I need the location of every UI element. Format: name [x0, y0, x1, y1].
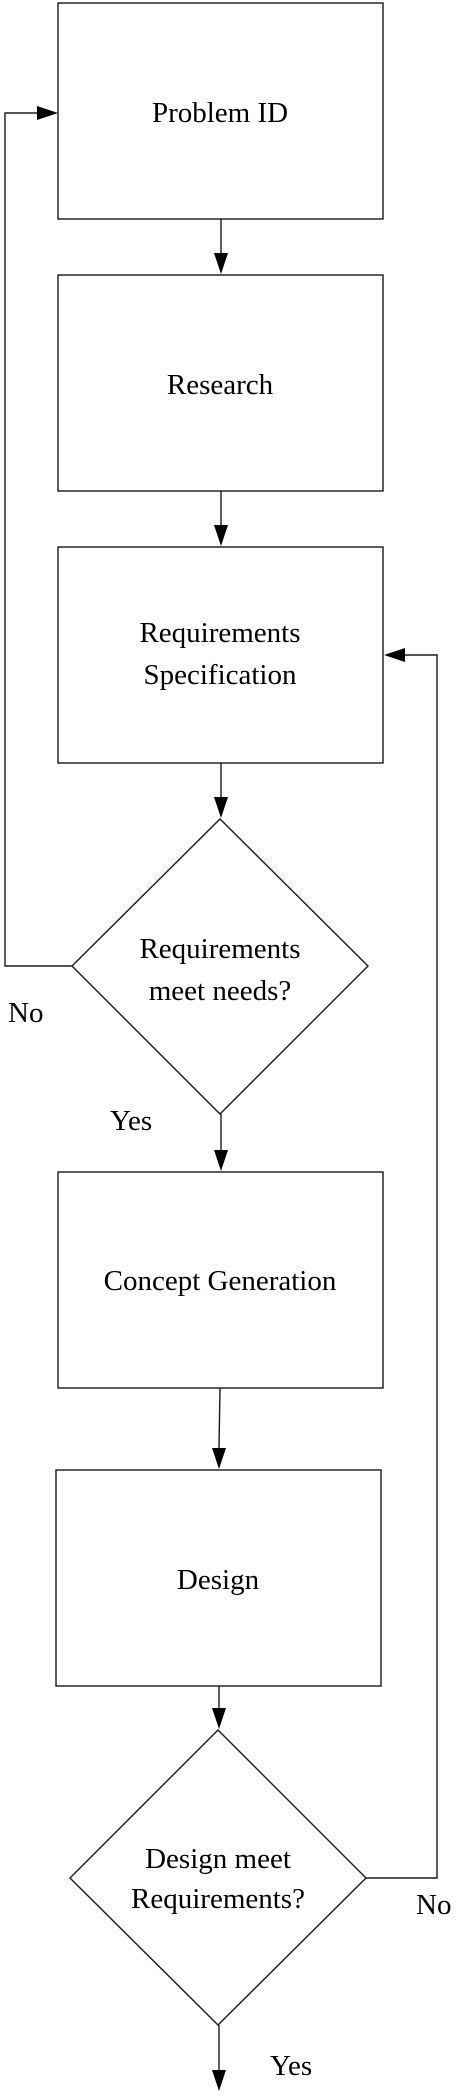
connector-decision-to-exit [212, 2025, 226, 2091]
connector-decision-to-concept-generation [214, 1114, 228, 1171]
connector-problem-id-to-research [214, 219, 228, 274]
connector-design-to-decision [212, 1686, 226, 1729]
design-box [55, 1469, 382, 1687]
design-meet-requirements-decision [69, 1729, 367, 2026]
requirements-yes-label: Yes [110, 1105, 152, 1137]
problem-id-label: Problem ID [152, 97, 288, 129]
connector-research-to-requirements-specification [214, 491, 228, 546]
requirements-specification-box [57, 546, 384, 764]
requirements-specification-label-line-2: Specification [143, 659, 297, 691]
concept-generation-label: Concept Generation [104, 1265, 337, 1297]
research-label: Research [167, 369, 274, 401]
problem-id-box [57, 2, 384, 220]
concept-generation-box [57, 1171, 384, 1389]
requirements-no-label: No [8, 997, 43, 1029]
requirements-specification-label-line-1: Requirements [139, 617, 300, 649]
design-yes-label: Yes [270, 2050, 312, 2082]
design-no-label: No [416, 1889, 451, 1921]
design-label: Design [177, 1564, 260, 1596]
requirements-meet-needs-decision [71, 818, 369, 1115]
design-meet-requirements-label-line-2: Requirements? [131, 1883, 305, 1915]
requirements-meet-needs-label-line-1: Requirements [139, 933, 300, 965]
connector-requirements-specification-to-decision [214, 763, 228, 818]
connector-concept-generation-to-design [212, 1387, 226, 1469]
design-meet-requirements-label-line-1: Design meet [145, 1843, 291, 1875]
loop-requirements-no-to-problem-id [4, 106, 72, 967]
loop-design-no-to-requirements-specification [366, 648, 438, 1879]
requirements-meet-needs-label-line-2: meet needs? [149, 975, 292, 1007]
research-box [57, 274, 384, 492]
